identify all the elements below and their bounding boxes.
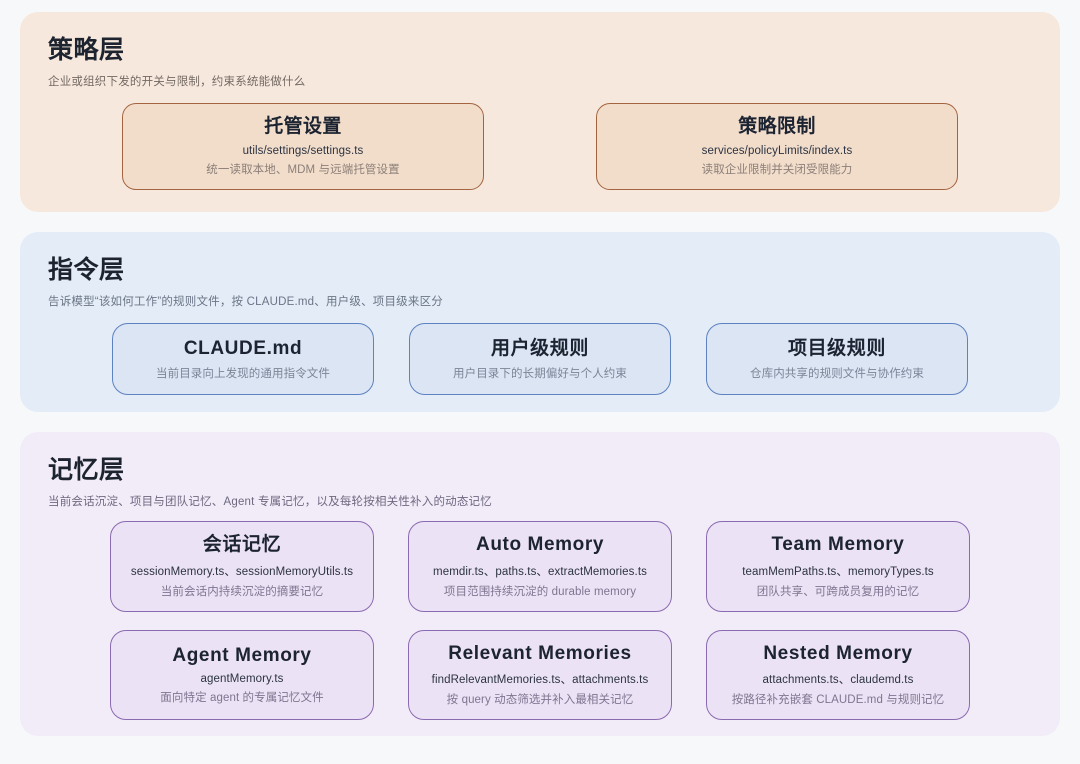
section-subtitle: 当前会话沉淀、项目与团队记忆、Agent 专属记忆，以及每轮按相关性补入的动态记… <box>48 495 492 508</box>
card-relevant-memories[interactable]: Relevant Memories findRelevantMemories.t… <box>408 629 672 721</box>
card-nested-memory[interactable]: Nested Memory attachments.ts、claudemd.ts… <box>706 629 970 721</box>
card-title: Nested Memory <box>763 642 913 664</box>
card-description: 统一读取本地、MDM 与远端托管设置 <box>206 163 400 176</box>
card-policy-limits[interactable]: 策略限制 services/policyLimits/index.ts 读取企业… <box>596 102 958 190</box>
section-memory-layer: 记忆层 当前会话沉淀、项目与团队记忆、Agent 专属记忆，以及每轮按相关性补入… <box>20 432 1060 736</box>
card-description: 仓库内共享的规则文件与协作约束 <box>750 367 924 380</box>
card-agent-memory[interactable]: Agent Memory agentMemory.ts 面向特定 agent 的… <box>110 629 374 721</box>
card-description: 当前目录向上发现的通用指令文件 <box>156 367 330 380</box>
card-file-path: utils/settings/settings.ts <box>242 144 364 157</box>
card-description: 项目范围持续沉淀的 durable memory <box>443 585 637 598</box>
card-hosted-settings[interactable]: 托管设置 utils/settings/settings.ts 统一读取本地、M… <box>122 102 484 190</box>
card-row: Agent Memory agentMemory.ts 面向特定 agent 的… <box>44 629 1036 721</box>
card-description: 团队共享、可跨成员复用的记忆 <box>756 585 920 598</box>
card-title: Auto Memory <box>476 533 604 555</box>
card-description: 当前会话内持续沉淀的摘要记忆 <box>160 585 324 598</box>
section-instruction-layer: 指令层 告诉模型“该如何工作”的规则文件，按 CLAUDE.md、用户级、项目级… <box>20 232 1060 412</box>
card-row: 托管设置 utils/settings/settings.ts 统一读取本地、M… <box>44 102 1036 190</box>
card-title: CLAUDE.md <box>183 337 303 359</box>
card-claude-md[interactable]: CLAUDE.md 当前目录向上发现的通用指令文件 <box>112 322 374 395</box>
card-description: 面向特定 agent 的专属记忆文件 <box>160 692 324 705</box>
card-title: Relevant Memories <box>448 642 632 664</box>
section-title: 指令层 <box>48 256 125 284</box>
card-title: 托管设置 <box>264 115 342 137</box>
card-file-path: services/policyLimits/index.ts <box>701 144 853 157</box>
card-title: 用户级规则 <box>490 337 589 359</box>
card-description: 按 query 动态筛选并补入最相关记忆 <box>446 694 634 707</box>
section-title: 策略层 <box>48 36 125 64</box>
card-user-rules[interactable]: 用户级规则 用户目录下的长期偏好与个人约束 <box>409 322 671 395</box>
card-auto-memory[interactable]: Auto Memory memdir.ts、paths.ts、extractMe… <box>408 520 672 612</box>
section-subtitle: 企业或组织下发的开关与限制，约束系统能做什么 <box>48 75 306 88</box>
card-description: 用户目录下的长期偏好与个人约束 <box>453 367 627 380</box>
card-title: Team Memory <box>771 533 905 555</box>
section-title: 记忆层 <box>48 456 125 484</box>
card-file-path: teamMemPaths.ts、memoryTypes.ts <box>742 565 934 578</box>
card-file-path: agentMemory.ts <box>200 673 284 686</box>
card-row: CLAUDE.md 当前目录向上发现的通用指令文件 用户级规则 用户目录下的长期… <box>44 322 1036 395</box>
card-row: 会话记忆 sessionMemory.ts、sessionMemoryUtils… <box>44 520 1036 612</box>
card-title: Agent Memory <box>172 644 312 666</box>
card-project-rules[interactable]: 项目级规则 仓库内共享的规则文件与协作约束 <box>706 322 968 395</box>
card-file-path: memdir.ts、paths.ts、extractMemories.ts <box>433 565 647 578</box>
card-session-memory[interactable]: 会话记忆 sessionMemory.ts、sessionMemoryUtils… <box>110 520 374 612</box>
section-subtitle: 告诉模型“该如何工作”的规则文件，按 CLAUDE.md、用户级、项目级来区分 <box>48 295 443 308</box>
card-description: 读取企业限制并关闭受限能力 <box>701 163 853 176</box>
card-file-path: sessionMemory.ts、sessionMemoryUtils.ts <box>130 565 354 578</box>
section-policy-layer: 策略层 企业或组织下发的开关与限制，约束系统能做什么 托管设置 utils/se… <box>20 12 1060 212</box>
card-file-path: findRelevantMemories.ts、attachments.ts <box>431 674 649 687</box>
card-description: 按路径补充嵌套 CLAUDE.md 与规则记忆 <box>731 694 945 707</box>
card-title: 会话记忆 <box>202 533 282 555</box>
card-file-path: attachments.ts、claudemd.ts <box>762 674 914 687</box>
card-team-memory[interactable]: Team Memory teamMemPaths.ts、memoryTypes.… <box>706 520 970 612</box>
card-title: 项目级规则 <box>787 337 886 359</box>
card-title: 策略限制 <box>738 115 816 137</box>
